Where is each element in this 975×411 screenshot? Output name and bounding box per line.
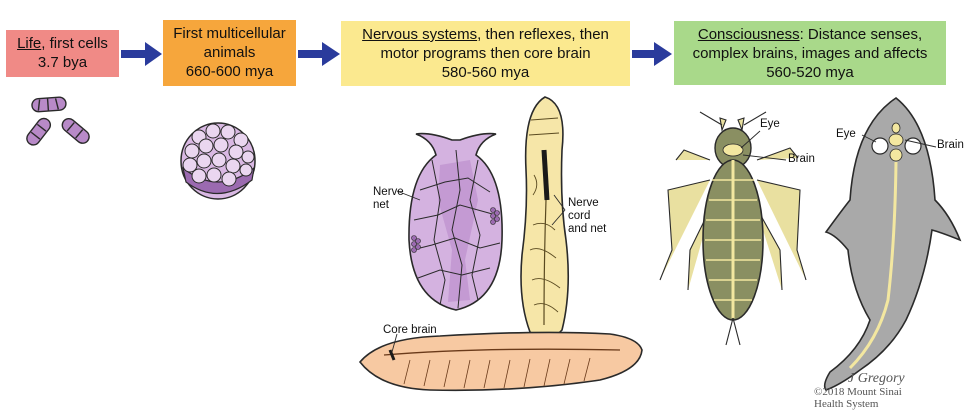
stage-title: : Distance senses, (799, 26, 923, 43)
stage-title: , first cells (41, 35, 108, 52)
stage-box-life: Life, first cells 3.7 bya (6, 30, 119, 77)
multicellular-embryo-icon (180, 122, 256, 200)
label-nerve-net: Nerve net (373, 186, 404, 211)
label-core-brain: Core brain (383, 324, 437, 336)
stage-box-nervous-systems: Nervous systems, then reflexes, then mot… (341, 21, 630, 86)
cells-icon (26, 96, 90, 146)
stage-subtitle: animals (203, 44, 256, 61)
arrow-2-icon (298, 42, 340, 66)
credit-line-1: ©2018 Mount Sinai (814, 386, 902, 398)
stage-subtitle: motor programs then core brain (380, 45, 591, 62)
label-brain-insect: Brain (788, 153, 815, 165)
label-brain-fish: Brain (937, 139, 964, 151)
stage-title-underlined: Nervous systems (362, 26, 478, 43)
credit-signature: J Gregory (848, 371, 905, 386)
stage-date: 560-520 mya (766, 64, 854, 81)
stage-box-multicellular: First multicellular animals 660-600 mya (163, 20, 296, 86)
credit-line-2: Health System (814, 398, 879, 410)
insect-brain-icon (659, 111, 807, 346)
arrow-3-icon (632, 42, 672, 66)
stage-title: First multicellular (173, 25, 286, 42)
stage-date: 580-560 mya (441, 64, 530, 81)
stage-title-underlined: Consciousness (697, 26, 800, 43)
leader-lines (391, 190, 566, 353)
stage-subtitle: complex brains, images and affects (692, 45, 928, 62)
label-eye-fish: Eye (836, 128, 856, 140)
stage-date: 3.7 bya (37, 54, 88, 71)
stage-title-underlined: Life (17, 35, 42, 52)
stage-date: 660-600 mya (185, 63, 274, 80)
label-nerve-cord: Nerve cord and net (568, 197, 607, 235)
arrow-1-icon (121, 42, 162, 66)
lancelet-core-brain-icon (358, 331, 643, 392)
worm-nerve-cord-icon (520, 96, 570, 339)
nerve-net-animal-icon (408, 132, 503, 311)
stage-box-consciousness: Consciousness: Distance senses, complex … (674, 21, 946, 85)
credit: J Gregory ©2018 Mount Sinai Health Syste… (814, 371, 905, 411)
label-eye-insect: Eye (760, 118, 780, 130)
fish-brain-icon (823, 97, 962, 391)
stage-title: , then reflexes, then (477, 26, 609, 43)
